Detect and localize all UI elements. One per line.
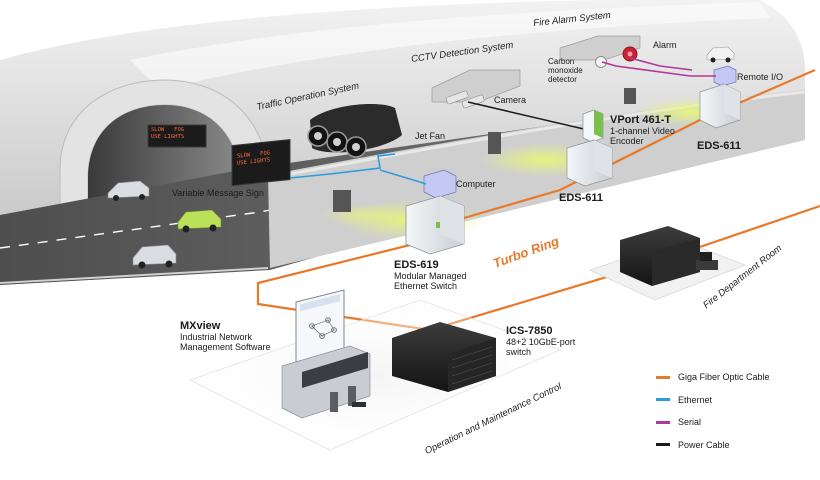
vms-line-1: SLOW FOG <box>151 127 185 133</box>
mxview-label: MXview Industrial Network Management Sof… <box>180 320 290 352</box>
legend-item-ethernet: Ethernet <box>656 389 816 412</box>
vms-sign-outer <box>231 138 291 187</box>
pillar-3 <box>624 88 636 104</box>
ethernet-cable-1 <box>289 153 396 179</box>
cctv-housing <box>431 69 521 103</box>
vms-sign-inner <box>147 124 207 148</box>
ics7850-desc-1: 48+2 10GbE-port <box>506 337 576 347</box>
car-silver-1 <box>107 180 150 201</box>
vport-desc-2: Encoder <box>610 136 644 146</box>
legend-label-ethernet: Ethernet <box>678 394 713 405</box>
eds619-label: EDS-619 Modular Managed Ethernet Switch <box>394 259 504 291</box>
carbon-line-1: Carbon <box>548 57 575 66</box>
mxview-name: MXview <box>180 320 221 332</box>
car-green <box>177 209 222 233</box>
vport-label: VPort 461-T 1-channel Video Encoder <box>610 114 690 146</box>
computer-box <box>423 169 457 199</box>
carbon-line-2: monoxide <box>548 66 583 75</box>
legend-item-power: Power Cable <box>656 434 816 457</box>
eds611-mid-label: EDS-611 <box>559 192 604 204</box>
cable-legend: Giga Fiber Optic Cable Ethernet Serial P… <box>656 366 816 456</box>
eds611-right-device <box>699 83 741 129</box>
eds611-mid-device <box>566 139 613 187</box>
camera-label: Camera <box>494 95 527 105</box>
legend-swatch-ethernet <box>656 398 670 402</box>
mxview-desc-1: Industrial Network <box>180 332 253 342</box>
carbon-detector-icon <box>595 56 607 68</box>
remote-io-label: Remote I/O <box>737 72 784 82</box>
control-desk <box>281 345 371 419</box>
vms-line-2: USE LIGHTS <box>151 134 185 140</box>
fire-alarm-housing <box>559 35 641 61</box>
road-edge <box>0 267 269 284</box>
fire-dept-rack <box>620 226 700 286</box>
ics7850-rack <box>392 322 496 392</box>
legend-item-fiber: Giga Fiber Optic Cable <box>656 366 816 389</box>
ics7850-desc-2: switch <box>506 347 532 357</box>
serial-cable <box>601 57 716 77</box>
mxview-desc-2: Management Software <box>180 342 271 352</box>
jet-fan-group <box>307 104 402 158</box>
glow-computer <box>320 205 400 225</box>
pillar-1 <box>333 190 351 212</box>
carbon-line-3: detector <box>548 75 577 84</box>
ics7850-label: ICS-7850 48+2 10GbE-port switch <box>506 325 596 357</box>
fire-dept-desk <box>696 252 718 270</box>
ics7850-name: ICS-7850 <box>506 325 553 337</box>
car-white <box>706 46 735 63</box>
car-silver-2 <box>132 244 177 269</box>
legend-swatch-power <box>656 443 670 447</box>
pillar-2 <box>488 132 501 154</box>
legend-label-serial: Serial <box>678 417 702 428</box>
alarm-label: Alarm <box>653 40 677 50</box>
power-cable <box>467 101 589 131</box>
vms-inner-text: SLOW FOG USE LIGHTS <box>151 127 184 141</box>
vport-name: VPort 461-T <box>610 114 672 126</box>
vport-desc-1: 1-channel Video <box>610 126 675 136</box>
ethernet-cable-2 <box>379 169 427 185</box>
legend-label-fiber: Giga Fiber Optic Cable <box>678 372 770 383</box>
jet-fan-label: Jet Fan <box>415 131 446 141</box>
remote-io-box <box>713 65 737 87</box>
eds619-name: EDS-619 <box>394 259 439 271</box>
computer-label: Computer <box>456 179 496 189</box>
eds619-desc-1: Modular Managed <box>394 271 467 281</box>
legend-swatch-fiber <box>656 375 670 379</box>
vport-device <box>582 109 604 143</box>
carbon-detector-label: Carbon monoxide detector <box>548 57 608 84</box>
eds619-device <box>405 195 465 255</box>
tunnel-roof-highlight <box>130 2 770 90</box>
eds611-right-label: EDS-611 <box>697 140 742 152</box>
vms-label: Variable Message Sign <box>172 188 264 198</box>
eds619-desc-2: Ethernet Switch <box>394 281 458 291</box>
camera-icon <box>445 90 485 109</box>
legend-swatch-serial <box>656 420 670 424</box>
legend-label-power: Power Cable <box>678 439 730 450</box>
legend-item-serial: Serial <box>656 411 816 434</box>
